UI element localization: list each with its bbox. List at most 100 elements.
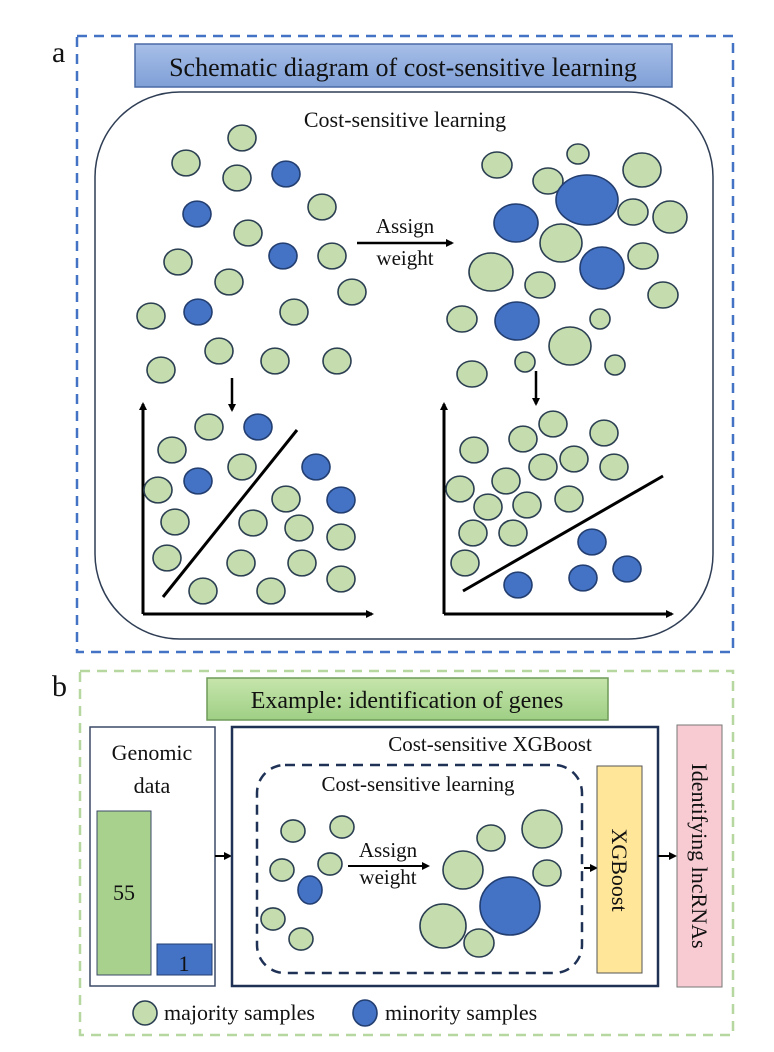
majority-sample <box>445 475 475 503</box>
majority-sample <box>160 508 190 536</box>
cost-sensitive-xgboost-title: Cost-sensitive XGBoost <box>388 732 592 756</box>
minority-sample <box>297 875 323 905</box>
majority-sample <box>539 223 583 263</box>
majority-sample <box>627 242 659 270</box>
minority-sample <box>183 467 213 495</box>
assign-label-b: Assign <box>359 838 418 862</box>
mini-weighted-samples <box>419 809 563 958</box>
minority-sample <box>577 528 607 556</box>
majority-sample <box>508 425 538 453</box>
majority-sample <box>317 242 347 270</box>
majority-count: 55 <box>113 880 135 905</box>
majority-sample <box>238 509 268 537</box>
majority-sample <box>617 198 649 226</box>
minority-sample <box>494 301 540 341</box>
majority-sample <box>188 577 218 605</box>
minority-bar <box>156 943 213 976</box>
majority-sample <box>559 445 589 473</box>
panel-b-title: Example: identification of genes <box>251 688 564 714</box>
majority-sample <box>524 271 556 299</box>
xgboost-box <box>596 765 643 974</box>
panel-a-title: Schematic diagram of cost-sensitive lear… <box>169 53 637 82</box>
majority-bar <box>96 810 152 976</box>
weight-label-b: weight <box>359 865 416 889</box>
majority-sample <box>326 523 356 551</box>
identifying-lncrnas-label: Identifying lncRNAs <box>687 763 712 948</box>
plot-right-samples <box>445 410 642 599</box>
majority-sample <box>157 436 187 464</box>
majority-sample <box>589 419 619 447</box>
majority-sample <box>136 302 166 330</box>
majority-sample <box>279 298 309 326</box>
majority-sample <box>514 351 536 373</box>
majority-sample <box>599 453 629 481</box>
legend-majority-swatch <box>132 1000 158 1026</box>
majority-sample <box>256 577 286 605</box>
majority-sample <box>458 519 488 547</box>
majority-sample <box>227 453 257 481</box>
identifying-lncrnas-box <box>676 724 723 988</box>
cost-sensitive-learning-title-b: Cost-sensitive learning <box>321 772 515 796</box>
majority-sample <box>473 493 503 521</box>
majority-sample <box>269 858 295 882</box>
majority-sample <box>284 514 314 542</box>
legend-minority-label: minority samples <box>385 1000 537 1025</box>
minority-sample <box>503 571 533 599</box>
majority-sample <box>481 151 513 179</box>
minority-sample <box>568 564 598 592</box>
minority-count: 1 <box>179 951 190 976</box>
majority-sample <box>317 852 343 876</box>
panel-a-label: a <box>52 36 65 69</box>
decision-boundary <box>161 429 299 598</box>
genomic-label: Genomic <box>112 740 193 765</box>
majority-sample <box>233 219 263 247</box>
majority-sample <box>307 193 337 221</box>
majority-sample <box>227 124 257 152</box>
majority-sample <box>604 354 626 376</box>
minority-sample <box>479 876 541 936</box>
majority-sample <box>528 453 558 481</box>
minority-sample <box>268 242 298 270</box>
unweighted-samples <box>136 124 367 384</box>
majority-sample <box>288 927 314 951</box>
majority-sample <box>163 248 193 276</box>
majority-sample <box>566 143 590 165</box>
majority-sample <box>442 850 484 890</box>
panel-a-title-box <box>134 43 673 88</box>
minority-sample <box>612 555 642 583</box>
majority-sample <box>532 859 562 887</box>
legend-majority-label: majority samples <box>164 1000 315 1025</box>
majority-sample <box>532 167 564 195</box>
weight-label: weight <box>376 246 433 270</box>
plot-left-samples <box>143 413 356 605</box>
minority-sample <box>493 203 539 243</box>
majority-sample <box>446 305 478 333</box>
majority-sample <box>456 360 488 388</box>
majority-sample <box>459 436 489 464</box>
minority-sample <box>183 298 213 326</box>
majority-sample <box>512 491 542 519</box>
majority-sample <box>589 308 611 330</box>
majority-sample <box>647 281 679 309</box>
minority-sample <box>555 174 619 226</box>
panel-b: b Example: identification of genes Genom… <box>52 669 735 1037</box>
majority-sample <box>152 544 182 572</box>
majority-sample <box>419 903 467 949</box>
minority-sample <box>301 453 331 481</box>
panel-a-frame <box>75 34 735 654</box>
panel-b-frame <box>78 669 735 1037</box>
majority-sample <box>171 149 201 177</box>
majority-sample <box>146 356 176 384</box>
majority-sample <box>476 824 506 852</box>
majority-sample <box>652 200 688 234</box>
mini-unweighted-samples <box>260 815 355 951</box>
majority-sample <box>260 347 290 375</box>
majority-sample <box>450 549 480 577</box>
minority-sample <box>243 413 273 441</box>
majority-sample <box>498 519 528 547</box>
cost-sensitive-learning-box <box>94 91 714 640</box>
majority-sample <box>329 815 355 839</box>
majority-sample <box>326 565 356 593</box>
minority-sample <box>326 486 356 514</box>
cost-sensitive-learning-title: Cost-sensitive learning <box>304 107 506 132</box>
